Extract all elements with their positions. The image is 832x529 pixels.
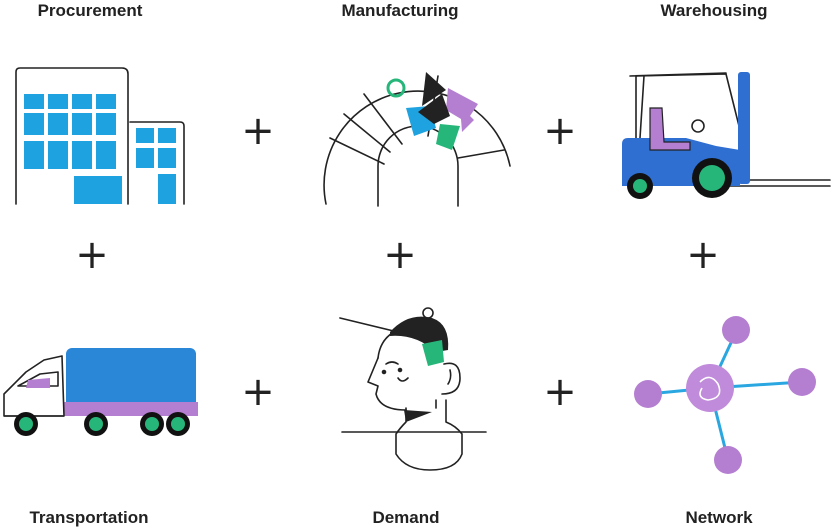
plus-demand-network: + [543, 369, 577, 415]
label-transportation: Transportation [29, 508, 149, 527]
forklift-icon [622, 72, 831, 199]
plus-transportation-demand: + [241, 369, 275, 415]
label-network: Network [685, 508, 753, 527]
label-warehousing: Warehousing [660, 1, 768, 20]
plus-procurement-transportation: + [75, 232, 109, 278]
plus-procurement-manufacturing: + [241, 108, 275, 154]
buildings-icon [15, 67, 185, 205]
person-with-cap-icon [339, 307, 487, 471]
label-manufacturing: Manufacturing [341, 1, 459, 20]
network-nodes-icon [634, 316, 816, 474]
truck-icon [3, 348, 198, 436]
label-demand: Demand [372, 508, 440, 527]
factory-dial-icon [323, 72, 511, 207]
plus-manufacturing-warehousing: + [543, 108, 577, 154]
plus-warehousing-network: + [686, 232, 720, 278]
label-procurement: Procurement [37, 1, 143, 20]
plus-manufacturing-demand: + [383, 232, 417, 278]
